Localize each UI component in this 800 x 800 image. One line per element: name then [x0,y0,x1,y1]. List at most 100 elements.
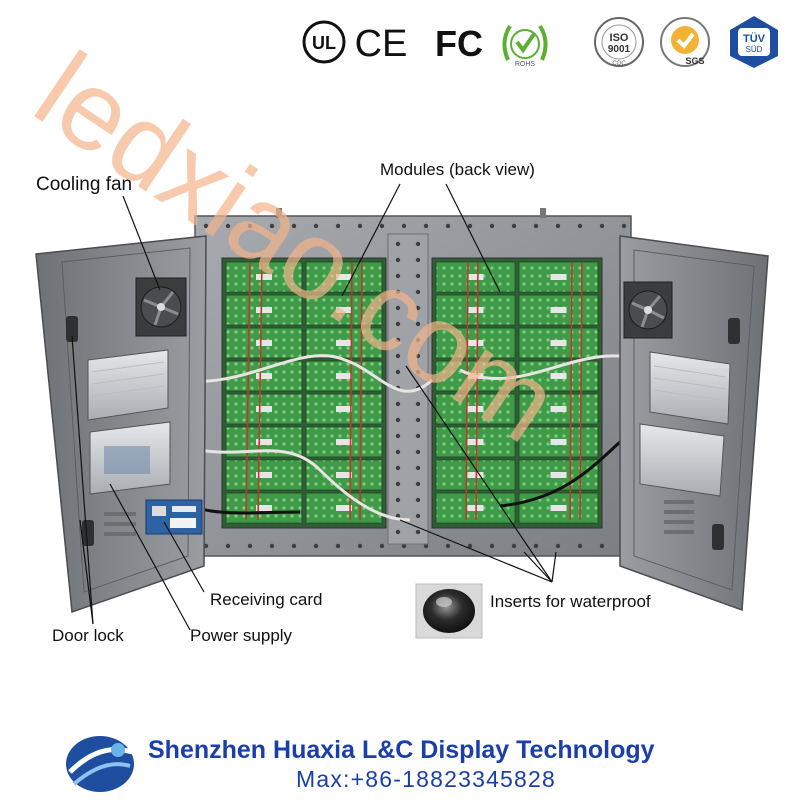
bolt-hole [401,543,407,549]
bolt-hole [335,223,341,229]
module-connector [550,505,567,511]
bolt-hole [203,223,209,229]
module-connector [550,439,567,445]
bolt-hole [395,417,401,423]
bolt-hole [203,543,209,549]
bolt-hole [395,449,401,455]
module-cables [159,261,641,522]
module-connector [550,406,567,412]
module-connector [336,373,352,379]
bolt-hole [415,353,421,359]
module-connector [550,340,567,346]
receiving-card-icon [145,499,203,535]
bolt-hole [599,223,605,229]
bolt-hole [489,223,495,229]
bolt-hole [415,497,421,503]
bolt-hole [395,513,401,519]
bolt-hole [533,223,539,229]
bolt-hole [395,305,401,311]
left-door [35,235,207,614]
module-connector [467,307,484,313]
module-connector [550,472,567,478]
label-power-supply: Power supply [190,626,293,645]
label-door-lock: Door lock [52,626,124,645]
bolt-hole [395,433,401,439]
tuv-logo-line2: SÜD [746,45,763,54]
bolt-hole [511,223,517,229]
cooling-fan-right-icon [623,281,673,339]
module-connector [467,340,484,346]
led-module-left-7-0 [225,492,303,524]
iso-logo-ring: CQC [612,61,626,67]
door-lock-right-top-icon [728,318,740,344]
module-connector [336,439,352,445]
company-logo-icon [66,736,134,792]
rohs-logo: ROHS [502,24,548,68]
sgs-logo-text: SGS [685,56,704,66]
bolt-hole [415,337,421,343]
bolt-hole [577,543,583,549]
bolt-hole [269,223,275,229]
bolt-hole [415,433,421,439]
bolt-hole [395,497,401,503]
module-connector [256,472,272,478]
bolt-hole [395,369,401,375]
power-supply-right-2 [639,423,725,497]
bolt-hole [335,543,341,549]
module-connector [467,274,484,280]
module-connector [550,274,567,280]
bolt-hole [415,257,421,263]
bolt-hole [415,481,421,487]
module-connector [336,505,352,511]
power-supply-left-2 [89,421,171,495]
module-connector [256,340,272,346]
bolt-hole [577,223,583,229]
bolt-hole [415,465,421,471]
bolt-hole [247,223,253,229]
bolt-hole [415,369,421,375]
bolt-hole [415,289,421,295]
module-connector [336,472,352,478]
bolt-hole [395,529,401,535]
waterproof-insert-icon [415,583,483,639]
contact-phone: Max:+86-18823345828 [296,766,557,792]
module-connector [550,307,567,313]
iso-logo-line2: 9001 [608,44,631,55]
module-connector [256,274,272,280]
bolt-hole [467,543,473,549]
module-connector [336,274,352,280]
company-name: Shenzhen Huaxia L&C Display Technology [148,736,655,764]
bolt-hole [357,543,363,549]
bolt-hole [621,223,627,229]
sgs-logo: SGS [660,17,710,67]
bolt-hole [423,223,429,229]
bolt-hole [467,223,473,229]
bolt-hole [423,543,429,549]
bolt-hole [225,223,231,229]
bolt-hole [599,543,605,549]
module-connector [256,307,272,313]
bolt-hole [511,543,517,549]
bolt-hole [379,223,385,229]
cooling-fan-left-icon [135,277,187,337]
bolt-hole [415,401,421,407]
rohs-logo-text: ROHS [515,61,536,68]
bolt-hole [555,223,561,229]
module-panel-right [431,257,603,529]
bolt-hole [445,543,451,549]
module-connector [336,307,352,313]
power-supply-right-1 [649,351,731,425]
bolt-hole [445,223,451,229]
bolt-hole [313,223,319,229]
bolt-hole [415,417,421,423]
label-inserts-waterproof: Inserts for waterproof [490,592,651,611]
tuv-sud-logo: TÜV SÜD [730,16,778,68]
label-modules: Modules (back view) [380,160,535,179]
bolt-hole [395,257,401,263]
bolt-hole [247,543,253,549]
label-cooling-fan: Cooling fan [36,174,133,195]
door-lock-top-icon [66,316,78,342]
bolt-hole [395,401,401,407]
bolt-hole [415,449,421,455]
